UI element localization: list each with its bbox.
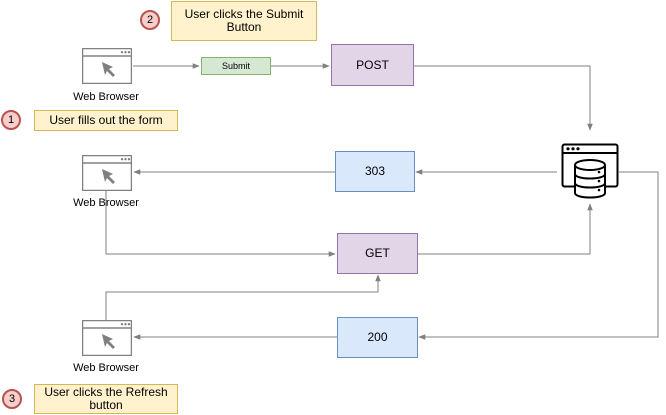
ok-200-box: 200 [337,317,418,358]
browser-label: Web Browser [73,362,139,374]
server-database-icon [561,143,619,199]
step-note: User clicks the Submit Button [171,1,317,41]
browser-window-cursor-icon [82,48,132,84]
browser-window-cursor-icon [82,155,132,191]
browser3-to-get-arrow [105,274,381,321]
browser-label: Web Browser [73,197,139,209]
browser-window-cursor-icon [82,320,132,356]
post-request-box: POST [331,44,414,86]
step-note: User clicks the Refresh button [34,384,178,414]
server-to-200-arrow [418,171,659,340]
browser2-to-get-arrow [105,191,336,257]
step-badge: 2 [140,10,160,30]
get-to-server-arrow [418,203,593,255]
step-badge: 3 [2,389,22,409]
step-badge: 1 [1,110,21,130]
get-request-box: GET [337,233,418,274]
browser-label: Web Browser [73,91,139,103]
post-to-server-arrow [414,65,593,131]
submit-button: Submit [201,57,271,75]
step-note: User fills out the form [34,110,178,131]
redirect-303-box: 303 [335,151,415,192]
